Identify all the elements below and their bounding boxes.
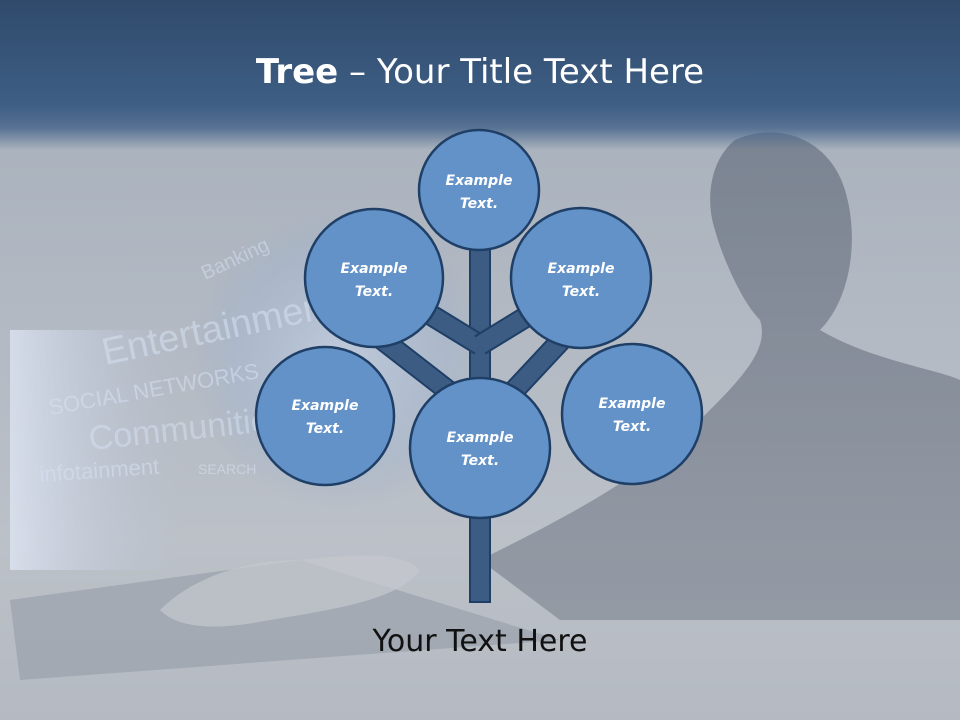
tree-node-top: Example Text. xyxy=(417,128,541,252)
tree-node-upper-right: Example Text. xyxy=(509,206,653,350)
node-circle xyxy=(417,128,541,252)
node-circle xyxy=(254,345,396,487)
node-label-line2: Text. xyxy=(460,196,498,212)
person-silhouette xyxy=(480,132,960,620)
node-label-line1: Example xyxy=(292,398,359,414)
hand-shape xyxy=(160,555,420,627)
tree-node-center: Example Text. xyxy=(408,376,552,520)
title-bold: Tree xyxy=(255,52,339,92)
node-label-line1: Example xyxy=(599,396,666,412)
node-label-line2: Text. xyxy=(613,419,651,435)
slide-title: Tree – Your Title Text Here xyxy=(0,52,960,92)
node-circle xyxy=(303,207,445,349)
node-label-line2: Text. xyxy=(461,453,499,469)
node-circle xyxy=(509,206,653,350)
screen-glow xyxy=(10,330,180,570)
node-label-line1: Example xyxy=(446,173,513,189)
node-circle xyxy=(560,342,704,486)
node-label-line1: Example xyxy=(447,430,514,446)
node-label-line2: Text. xyxy=(306,421,344,437)
node-label-line1: Example xyxy=(341,261,408,277)
node-label-line1: Example xyxy=(548,261,615,277)
bg-word: SEARCH xyxy=(198,461,256,477)
tree-node-middle-left: Example Text. xyxy=(254,345,396,487)
title-rest: – Your Title Text Here xyxy=(338,52,705,92)
node-label-line2: Text. xyxy=(562,284,600,300)
node-circle xyxy=(408,376,552,520)
tree-node-middle-right: Example Text. xyxy=(560,342,704,486)
tree-node-upper-left: Example Text. xyxy=(303,207,445,349)
footer-text: Your Text Here xyxy=(372,624,588,659)
laptop-shape xyxy=(10,560,560,680)
title-band xyxy=(0,0,960,150)
node-label-line2: Text. xyxy=(355,284,393,300)
